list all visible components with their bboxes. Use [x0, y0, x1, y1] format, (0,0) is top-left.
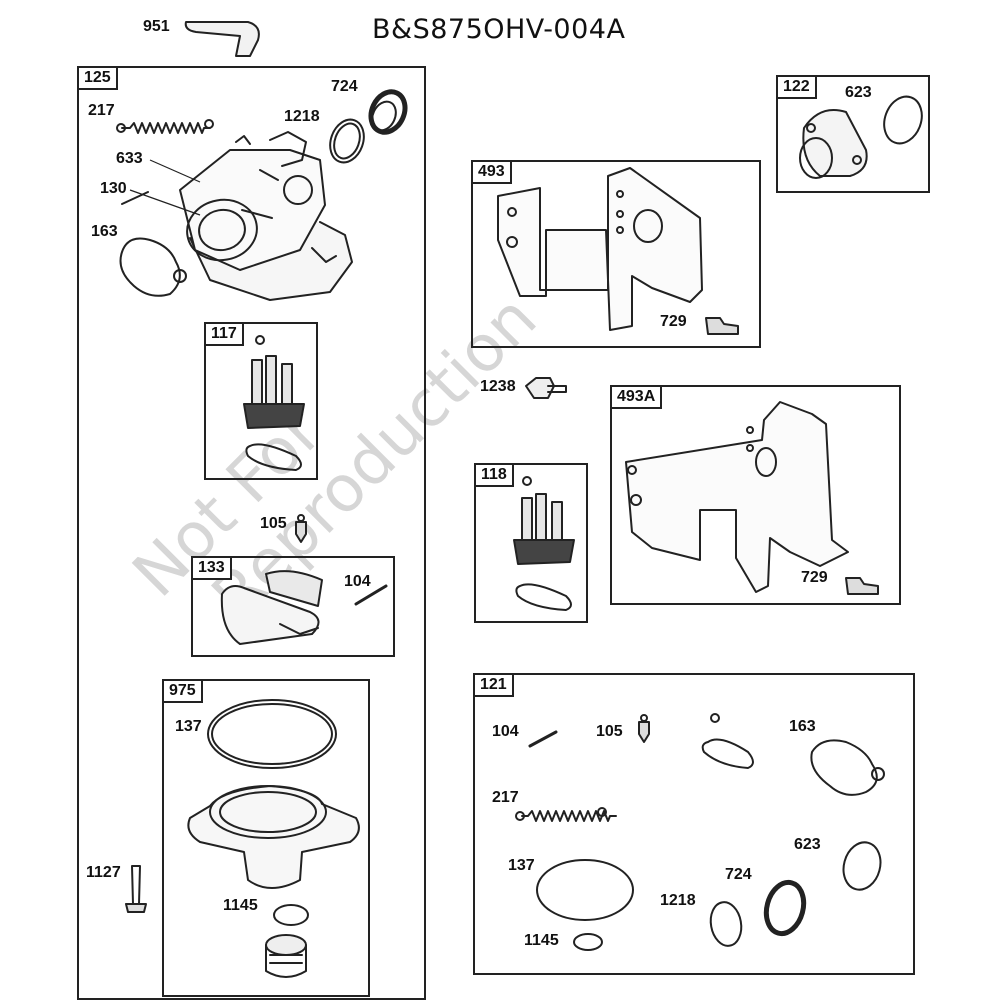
choke-lever-icon [184, 21, 260, 57]
part-label-137b: 137 [508, 857, 535, 874]
group-975-box: 975 [162, 679, 370, 997]
group-125-box: 125 [77, 66, 426, 1000]
group-125-label: 125 [77, 66, 118, 90]
part-label-137: 137 [175, 718, 202, 735]
group-118-label: 118 [474, 463, 514, 487]
group-975-label: 975 [162, 679, 203, 703]
part-label-1145: 1145 [223, 897, 258, 914]
part-label-623: 623 [845, 84, 872, 101]
part-label-130: 130 [100, 180, 127, 197]
bolt-1238-icon [525, 377, 567, 399]
part-label-105b: 105 [596, 723, 623, 740]
group-133-label: 133 [191, 556, 232, 580]
group-493-label: 493 [471, 160, 512, 184]
part-label-1218: 1218 [284, 108, 320, 125]
part-label-623b: 623 [794, 836, 821, 853]
part-label-1238: 1238 [480, 378, 516, 395]
group-493-box: 493 [471, 160, 761, 348]
part-label-729: 729 [660, 313, 687, 330]
part-label-163: 163 [91, 223, 118, 240]
group-122-box: 122 [776, 75, 930, 193]
part-label-1127: 1127 [86, 864, 121, 881]
part-label-217b: 217 [492, 789, 519, 806]
part-label-104b: 104 [492, 723, 519, 740]
group-493a-label: 493A [610, 385, 663, 409]
part-label-729b: 729 [801, 569, 828, 586]
group-121-box: 121 [473, 673, 915, 975]
group-118-box: 118 [474, 463, 588, 623]
part-label-724b: 724 [725, 866, 752, 883]
group-122-label: 122 [776, 75, 817, 99]
part-label-1145b: 1145 [524, 932, 559, 949]
group-133-box: 133 [191, 556, 395, 657]
part-label-633: 633 [116, 150, 143, 167]
part-label-105: 105 [260, 515, 287, 532]
part-label-217: 217 [88, 102, 115, 119]
group-117-label: 117 [204, 322, 244, 346]
part-label-104: 104 [344, 573, 371, 590]
part-label-724: 724 [331, 78, 358, 95]
part-label-1218b: 1218 [660, 892, 696, 909]
part-label-951: 951 [143, 18, 170, 35]
part-label-163b: 163 [789, 718, 816, 735]
group-117-box: 117 [204, 322, 318, 480]
group-121-label: 121 [473, 673, 514, 697]
diagram-title: B&S875OHV-004A [372, 14, 626, 45]
group-493a-box: 493A [610, 385, 901, 605]
